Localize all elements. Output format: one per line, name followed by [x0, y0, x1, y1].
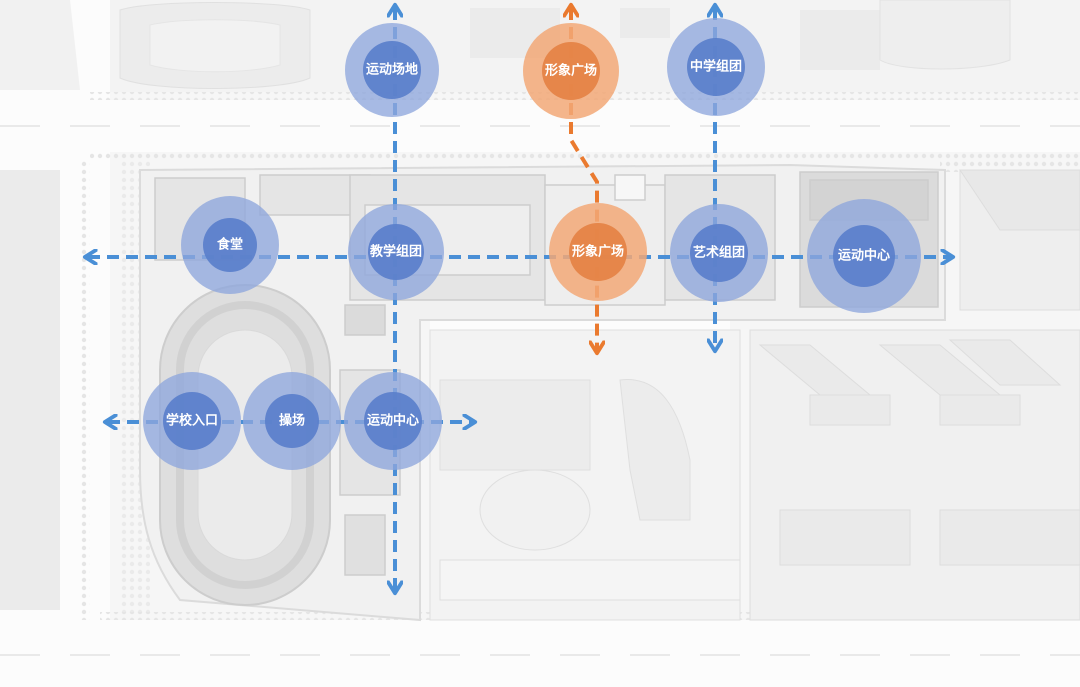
node-label: 教学组团 — [369, 244, 422, 260]
node-label: 操场 — [279, 413, 305, 429]
node-label: 运动场地 — [366, 62, 418, 78]
node-core — [363, 41, 421, 99]
node-label: 形象广场 — [545, 63, 597, 79]
node-image-plaza-center: 形象广场 — [549, 203, 647, 301]
node-label: 学校入口 — [166, 413, 218, 429]
node-middle-school-group: 中学组团 — [667, 18, 765, 116]
east-blocks — [749, 169, 1080, 621]
node-sports-center-east: 运动中心 — [807, 199, 921, 313]
node-art-group: 艺术组团 — [670, 204, 768, 302]
node-canteen: 食堂 — [181, 196, 279, 294]
node-core — [163, 392, 221, 450]
node-label: 运动中心 — [367, 413, 419, 429]
node-label: 中学组团 — [690, 59, 742, 75]
node-core — [687, 38, 745, 96]
node-label: 艺术组团 — [693, 245, 745, 261]
node-image-plaza-north: 形象广场 — [523, 23, 619, 119]
node-sports-field-north: 运动场地 — [345, 23, 439, 117]
node-label: 运动中心 — [838, 248, 890, 264]
node-core — [364, 392, 422, 450]
node-teaching-group: 教学组团 — [348, 204, 444, 300]
node-core — [569, 223, 627, 281]
node-sports-center-south: 运动中心 — [344, 372, 442, 470]
node-school-entrance: 学校入口 — [143, 372, 241, 470]
node-playground: 操场 — [243, 372, 341, 470]
node-core — [265, 394, 319, 448]
west-blocks — [0, 0, 80, 610]
node-label: 食堂 — [217, 237, 243, 253]
node-core — [368, 224, 424, 280]
node-label: 形象广场 — [572, 244, 624, 260]
node-layer: 运动场地 形象广场 中学组团 食堂 教学组团 形象广场 — [143, 18, 921, 470]
node-core — [690, 224, 748, 282]
node-core — [833, 225, 895, 287]
road-markings — [0, 125, 1080, 656]
node-core — [542, 42, 600, 100]
node-core — [203, 218, 257, 272]
